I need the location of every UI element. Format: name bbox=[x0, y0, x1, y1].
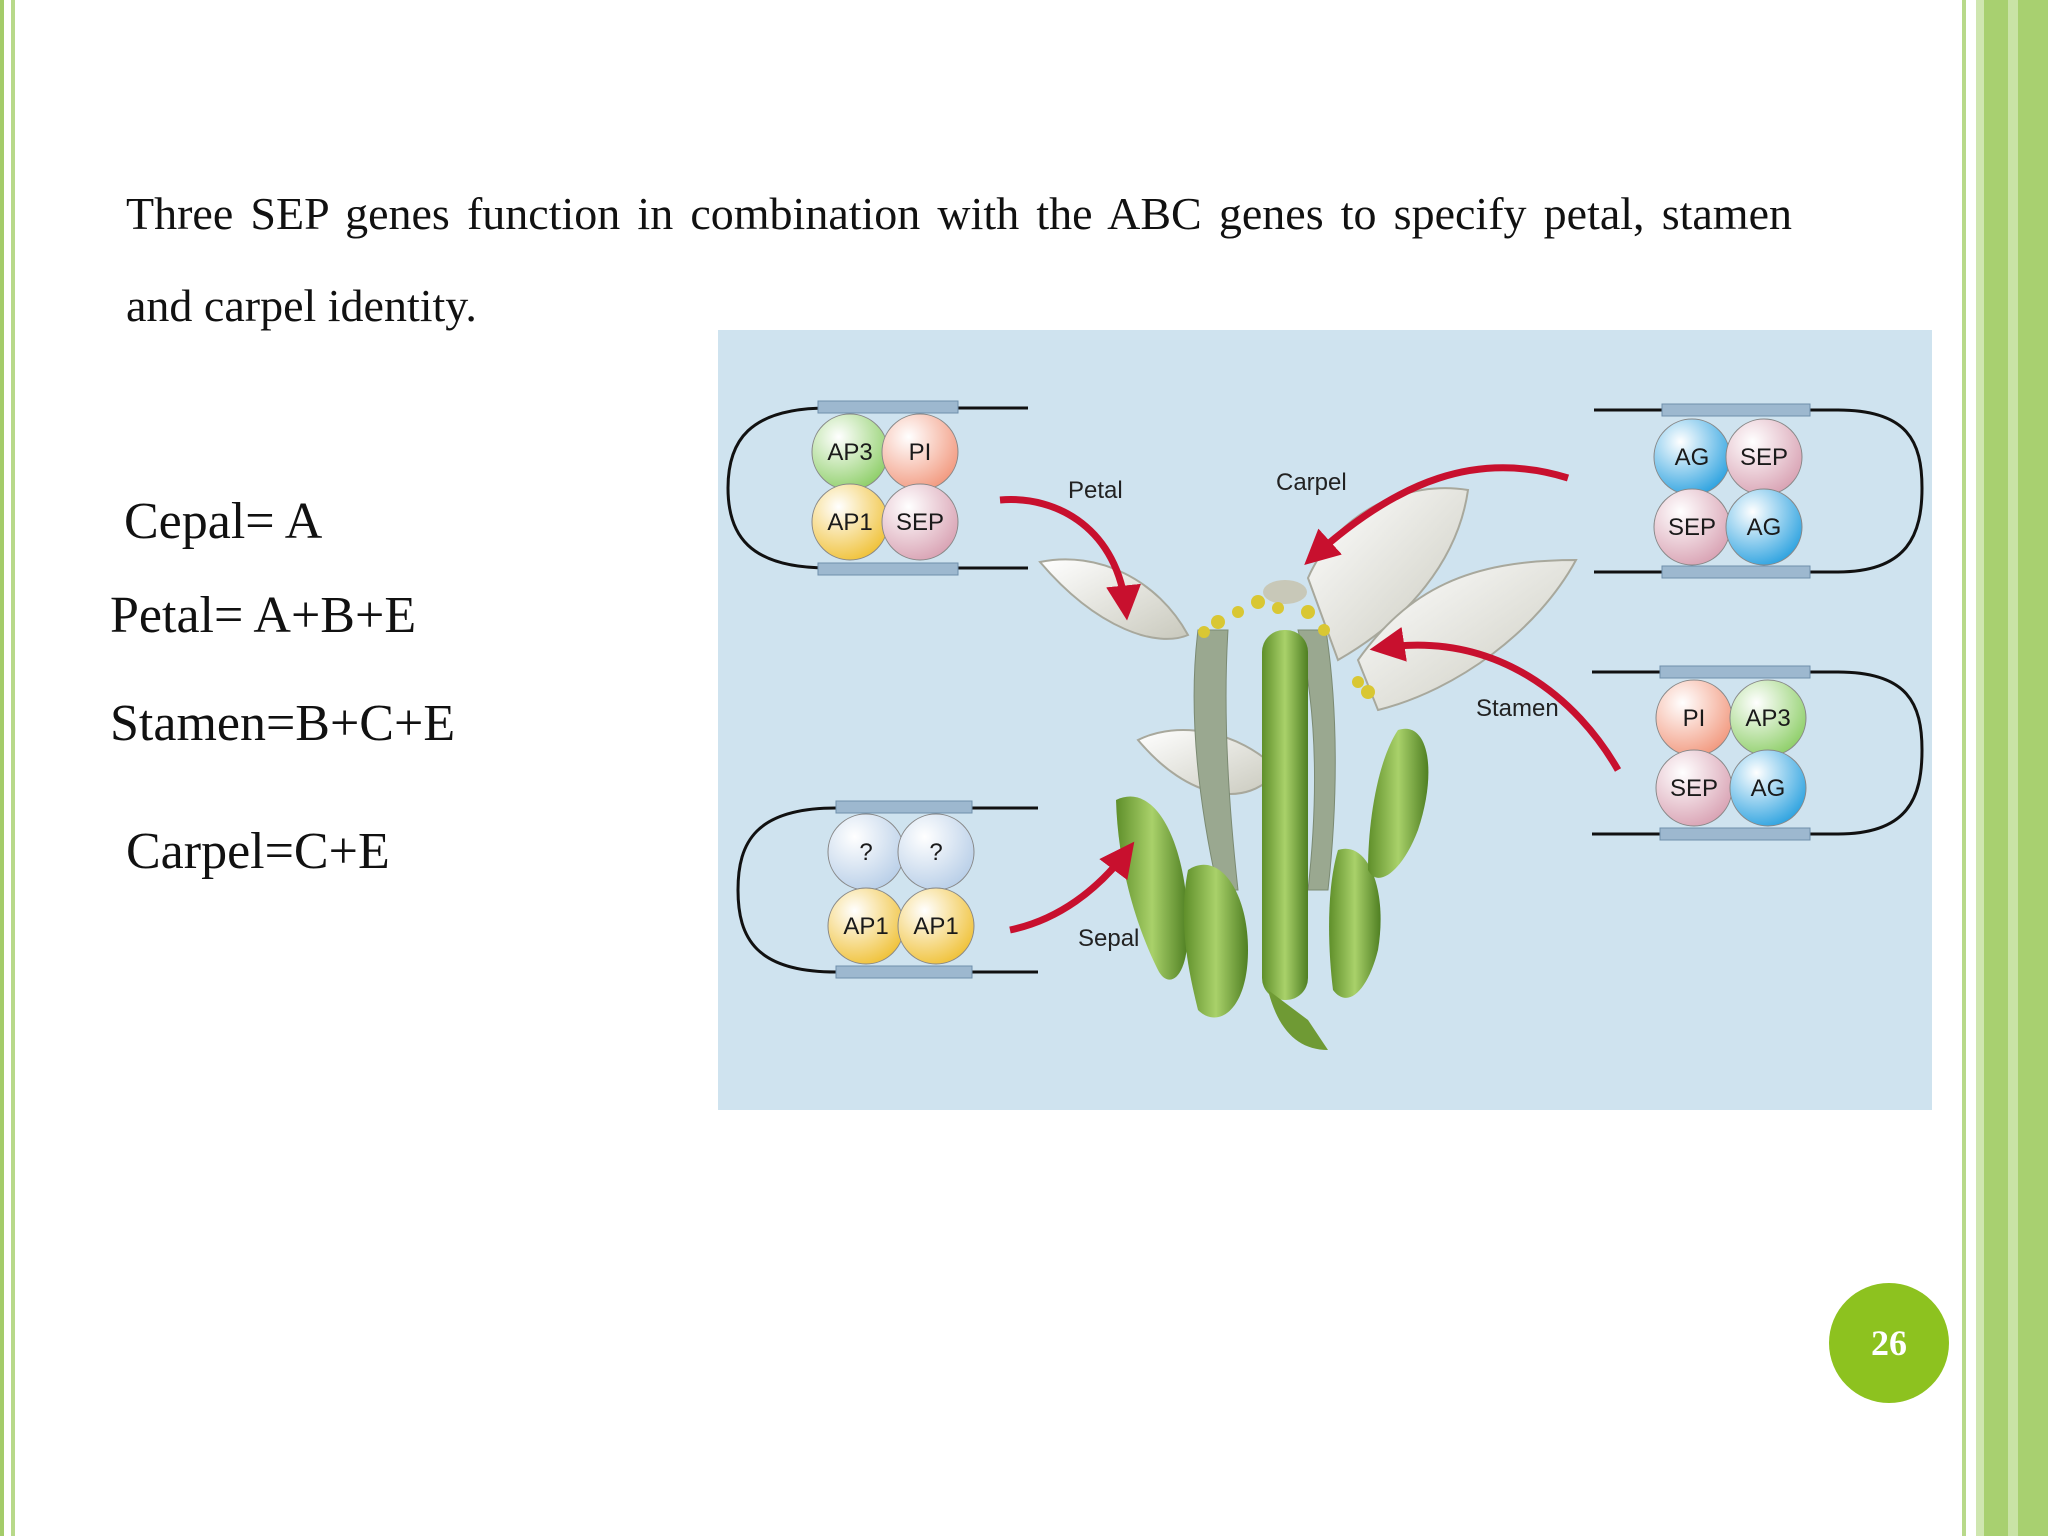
dna-loop bbox=[1592, 670, 1924, 836]
protein-label: SEP bbox=[1670, 775, 1718, 802]
formula-carpel: Carpel=C+E bbox=[126, 823, 390, 880]
stamen-filament bbox=[1297, 629, 1336, 891]
abc-model-diagram: AP3 PI AP1 SEP ? ? AP1 AP1 bbox=[718, 330, 1932, 1110]
binding-site bbox=[817, 562, 959, 576]
protein-label: AP1 bbox=[827, 509, 872, 536]
protein-label: SEP bbox=[1740, 444, 1788, 471]
binding-site bbox=[835, 800, 973, 814]
binding-site bbox=[1661, 565, 1811, 579]
sepal-shape bbox=[1183, 864, 1248, 1018]
arrow-to-sepal bbox=[1009, 841, 1135, 934]
sepal-shape bbox=[1368, 728, 1429, 878]
protein-label: ? bbox=[859, 839, 872, 866]
protein-label: AG bbox=[1675, 444, 1710, 471]
dna-loop bbox=[726, 406, 1028, 570]
complex-sepal: ? ? AP1 AP1 bbox=[736, 800, 1038, 979]
arrow-to-carpel bbox=[1304, 464, 1570, 566]
protein-ball bbox=[897, 887, 975, 965]
complex-carpel: AG SEP SEP AG bbox=[1594, 403, 1924, 579]
flower-stem bbox=[1268, 990, 1328, 1050]
formula-petal: Petal= A+B+E bbox=[110, 587, 417, 644]
label-sepal: Sepal bbox=[1078, 925, 1139, 952]
complex-petal: AP3 PI AP1 SEP bbox=[726, 400, 1028, 576]
binding-site bbox=[1659, 665, 1811, 679]
arrow-to-petal bbox=[999, 496, 1141, 621]
protein-label: SEP bbox=[1668, 514, 1716, 541]
right-border-band-light bbox=[1976, 0, 1984, 1536]
left-border-line-inner bbox=[11, 0, 15, 1536]
page-number-badge: 26 bbox=[1829, 1283, 1949, 1403]
protein-label: AP1 bbox=[913, 913, 958, 940]
protein-ball bbox=[1725, 488, 1803, 566]
label-carpel: Carpel bbox=[1276, 469, 1347, 496]
protein-ball bbox=[1729, 749, 1807, 827]
dna-loop bbox=[1594, 408, 1924, 574]
label-stamen: Stamen bbox=[1476, 695, 1559, 722]
abc-model-figure: AP3 PI AP1 SEP ? ? AP1 AP1 bbox=[718, 330, 1932, 1110]
protein-label: ? bbox=[929, 839, 942, 866]
right-border-line bbox=[1962, 0, 1966, 1536]
complex-stamen: PI AP3 SEP AG bbox=[1592, 665, 1924, 841]
sepal-shape bbox=[1329, 848, 1381, 998]
carpel-pistil bbox=[1262, 630, 1308, 1000]
formula-cepal: Cepal= A bbox=[124, 493, 323, 550]
stamen-filament bbox=[1193, 629, 1239, 891]
protein-label: AG bbox=[1747, 514, 1782, 541]
protein-label: AG bbox=[1751, 775, 1786, 802]
label-petal: Petal bbox=[1068, 477, 1123, 504]
protein-label: AP1 bbox=[843, 913, 888, 940]
binding-site bbox=[1659, 827, 1811, 841]
protein-label: AP3 bbox=[1745, 705, 1790, 732]
intro-text: Three SEP genes function in combination … bbox=[126, 188, 1792, 331]
carpel-stigma bbox=[1263, 580, 1307, 604]
left-border-line bbox=[0, 0, 4, 1536]
protein-label: PI bbox=[1683, 705, 1706, 732]
binding-site bbox=[835, 965, 973, 979]
arrow-to-stamen bbox=[1369, 627, 1622, 772]
protein-label: AP3 bbox=[827, 439, 872, 466]
binding-site bbox=[817, 400, 959, 414]
dna-loop bbox=[736, 806, 1038, 974]
pollen-grains bbox=[1198, 595, 1375, 699]
protein-label: SEP bbox=[896, 509, 944, 536]
protein-ball bbox=[881, 483, 959, 561]
protein-label: PI bbox=[909, 439, 932, 466]
binding-site bbox=[1661, 403, 1811, 417]
formula-stamen: Stamen=B+C+E bbox=[110, 695, 456, 752]
right-border-stripe bbox=[2008, 0, 2018, 1536]
petal-shape bbox=[1356, 558, 1578, 712]
